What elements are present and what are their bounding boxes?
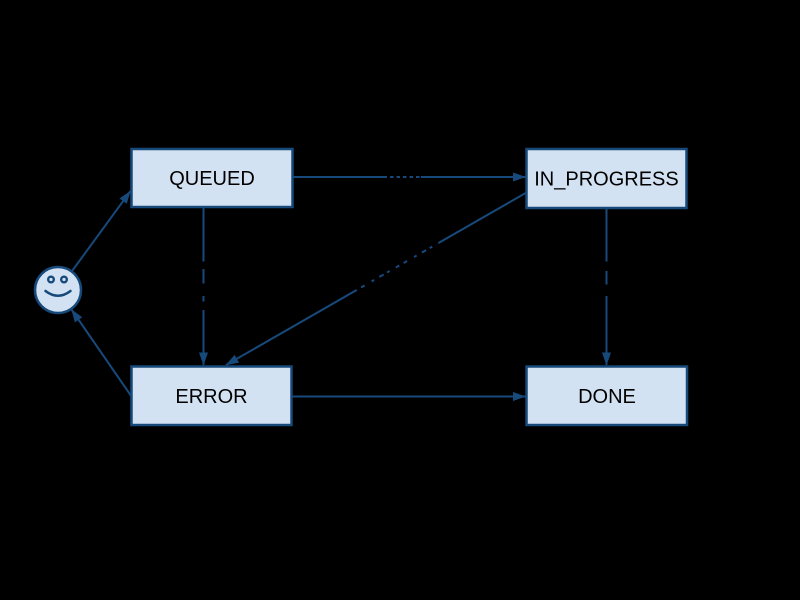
node-done-label: DONE: [578, 386, 636, 408]
node-queued-box: [130, 147, 294, 209]
node-error: ERROR: [130, 365, 293, 427]
edge-label-fragments: [198, 172, 612, 310]
node-error-label: ERROR: [175, 386, 247, 408]
edge-label-fragment: [353, 237, 443, 293]
edges: [70, 172, 611, 401]
smiley-right-eye-icon: [60, 275, 69, 284]
node-in-progress-label: IN_PROGRESS: [534, 169, 678, 191]
smiley-mouth-icon: [44, 289, 72, 297]
smiley-face-icon: [33, 265, 83, 315]
smiley-left-eye-icon: [47, 275, 56, 284]
node-done: DONE: [525, 365, 689, 427]
node-start: [33, 265, 83, 315]
node-done-box: [525, 365, 689, 427]
node-queued-label: QUEUED: [169, 168, 255, 190]
node-queued: QUEUED: [130, 147, 294, 209]
edge-start-to-queued: [70, 190, 132, 273]
node-error-box: [130, 365, 293, 427]
node-in-progress: IN_PROGRESS: [525, 147, 688, 210]
edge-error-to-start: [70, 308, 133, 398]
node-in-progress-box: [525, 147, 688, 210]
